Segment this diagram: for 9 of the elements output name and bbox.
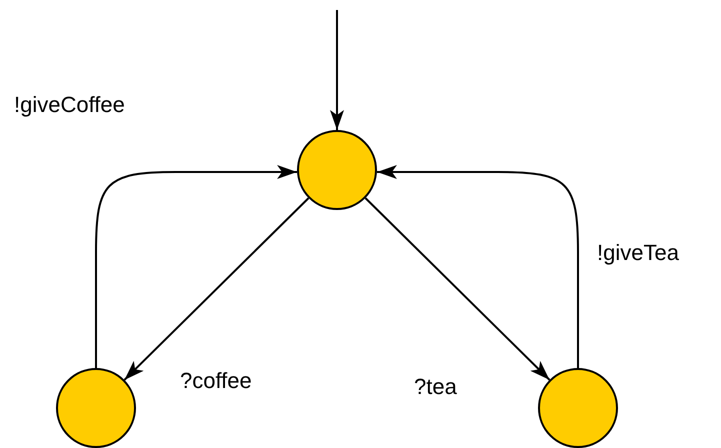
arrow	[330, 10, 344, 130]
edge-label: !giveTea	[597, 240, 679, 266]
arrow	[364, 197, 550, 381]
edge-label: ?tea	[414, 374, 457, 400]
edge-label: ?coffee	[180, 368, 252, 394]
arrow	[376, 165, 579, 368]
edge-label: !giveCoffee	[14, 92, 125, 118]
arrow	[124, 197, 310, 381]
arrow	[95, 165, 298, 368]
